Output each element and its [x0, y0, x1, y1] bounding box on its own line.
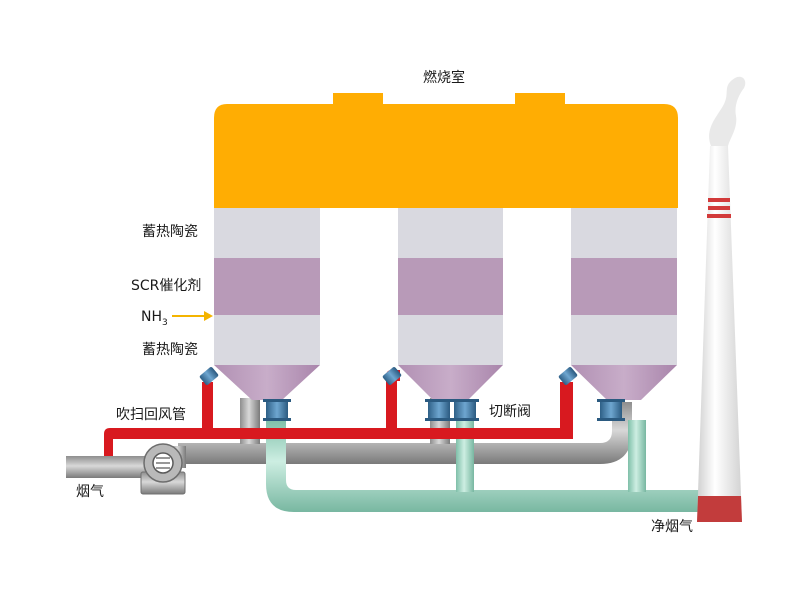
clean-gas-branch-3: [628, 420, 646, 492]
flue-gas-inlet-pipe: [66, 456, 161, 478]
ceramic-bed-upper: [214, 208, 320, 258]
label-combustion-chamber: 燃烧室: [423, 70, 465, 86]
flue-gas-header-pipe: [178, 402, 632, 464]
label-nh3-subscript: 3: [162, 317, 168, 328]
label-clean-flue-gas: 净烟气: [651, 519, 693, 535]
purge-valve-3: [558, 367, 578, 385]
label-nh3-base: NH: [141, 309, 162, 325]
label-nh3: NH3: [141, 309, 168, 328]
butterfly-valve-icon: [382, 367, 402, 385]
label-regen-ceramic-top: 蓄热陶瓷: [142, 224, 198, 240]
column-hopper: [398, 365, 503, 400]
nh3-injection-arrow: [172, 311, 213, 321]
label-shutoff-valve: 切断阀: [489, 404, 531, 420]
label-scr-catalyst: SCR催化剂: [131, 278, 202, 294]
ceramic-bed-lower: [214, 315, 320, 365]
purge-return-duct: [104, 370, 573, 456]
purge-duct-left-segment: [104, 382, 213, 456]
purge-valve-1: [199, 367, 219, 385]
scr-catalyst-bed: [398, 258, 503, 315]
butterfly-valve-icon: [199, 367, 219, 385]
clean-gas-header-pipe: [266, 420, 706, 512]
ceramic-bed-lower: [571, 315, 677, 365]
ceramic-bed-lower: [398, 315, 503, 365]
stack-band-middle: [708, 206, 730, 210]
shutoff-valve-inlet-2: [425, 399, 453, 421]
regenerator-column-1: [214, 208, 320, 400]
chimney-icon: [697, 76, 746, 522]
smoke-plume-icon: [709, 76, 746, 146]
label-purge-duct: 吹扫回风管: [116, 407, 186, 423]
butterfly-valve-icon: [428, 401, 450, 419]
ceramic-bed-upper: [571, 208, 677, 258]
scr-catalyst-bed: [571, 258, 677, 315]
regenerator-column-2: [398, 208, 503, 400]
butterfly-valve-icon: [558, 367, 578, 385]
column-hopper: [571, 365, 677, 400]
butterfly-valve-icon: [454, 401, 476, 419]
butterfly-valve-icon: [600, 401, 622, 419]
stack-body: [697, 146, 742, 522]
scr-catalyst-bed: [214, 258, 320, 315]
regenerator-column-3: [571, 208, 677, 400]
centrifugal-fan-icon: [140, 443, 186, 495]
purge-valve-2: [382, 367, 402, 385]
combustion-chamber: [214, 93, 678, 208]
stack-band-top: [708, 198, 730, 202]
column-hopper: [214, 365, 320, 400]
purge-duct-main-segment: [202, 370, 400, 439]
clean-gas-pipe-network: [266, 420, 706, 512]
butterfly-valve-icon: [266, 401, 288, 419]
stack-base: [697, 496, 742, 522]
shutoff-valve-inlet-3: [597, 399, 625, 421]
label-flue-gas: 烟气: [76, 484, 104, 500]
label-regen-ceramic-bottom: 蓄热陶瓷: [142, 342, 198, 358]
purge-duct-right-segment: [386, 382, 573, 439]
shutoff-valve-outlet-2: [451, 399, 479, 421]
stack-band-bottom: [707, 214, 731, 218]
chamber-body: [214, 104, 678, 208]
ceramic-bed-upper: [398, 208, 503, 258]
shutoff-valve-inlet-1: [263, 399, 291, 421]
